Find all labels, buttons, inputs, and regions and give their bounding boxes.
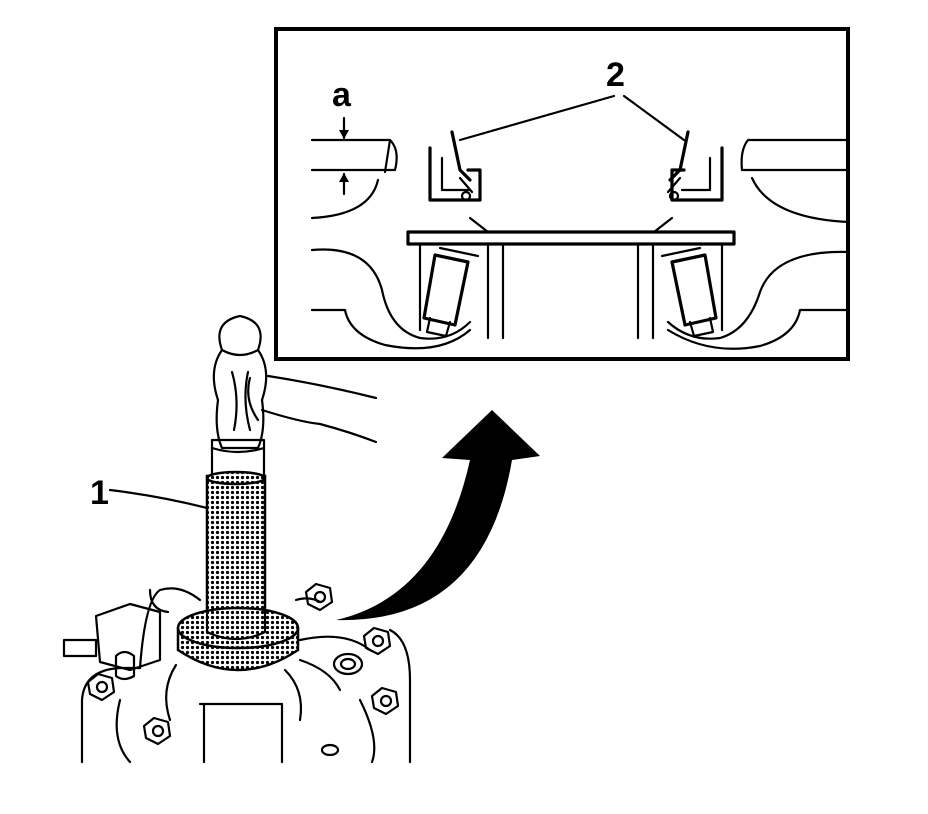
bolt-2 bbox=[362, 626, 392, 656]
transmission-housing bbox=[62, 582, 412, 764]
washer bbox=[332, 652, 364, 676]
left-housing bbox=[310, 138, 472, 350]
callout-1-label: 1 bbox=[90, 474, 109, 512]
hammer bbox=[210, 314, 268, 482]
callout-a-label: a bbox=[332, 76, 352, 114]
bolt-3 bbox=[86, 672, 116, 702]
bolt-1 bbox=[304, 582, 334, 612]
shaft-plate bbox=[406, 216, 736, 340]
seal-right bbox=[666, 130, 724, 202]
bearing-left bbox=[422, 246, 480, 338]
callout-1-leader bbox=[108, 488, 209, 510]
callout-2: 2 bbox=[458, 56, 686, 142]
connector bbox=[62, 602, 162, 681]
bolt-4 bbox=[142, 716, 172, 746]
callout-2-label: 2 bbox=[606, 56, 625, 94]
installer-tool: 1 bbox=[90, 470, 300, 672]
tool-shaft bbox=[205, 474, 267, 614]
right-housing bbox=[666, 138, 850, 350]
hand bbox=[247, 374, 378, 444]
bolt-5 bbox=[370, 686, 400, 716]
seal-left bbox=[428, 130, 482, 202]
bearing-right bbox=[660, 246, 718, 338]
dimension-a: a bbox=[332, 76, 352, 196]
curved-arrow bbox=[336, 410, 540, 621]
detail-inset: a 2 bbox=[274, 27, 850, 361]
